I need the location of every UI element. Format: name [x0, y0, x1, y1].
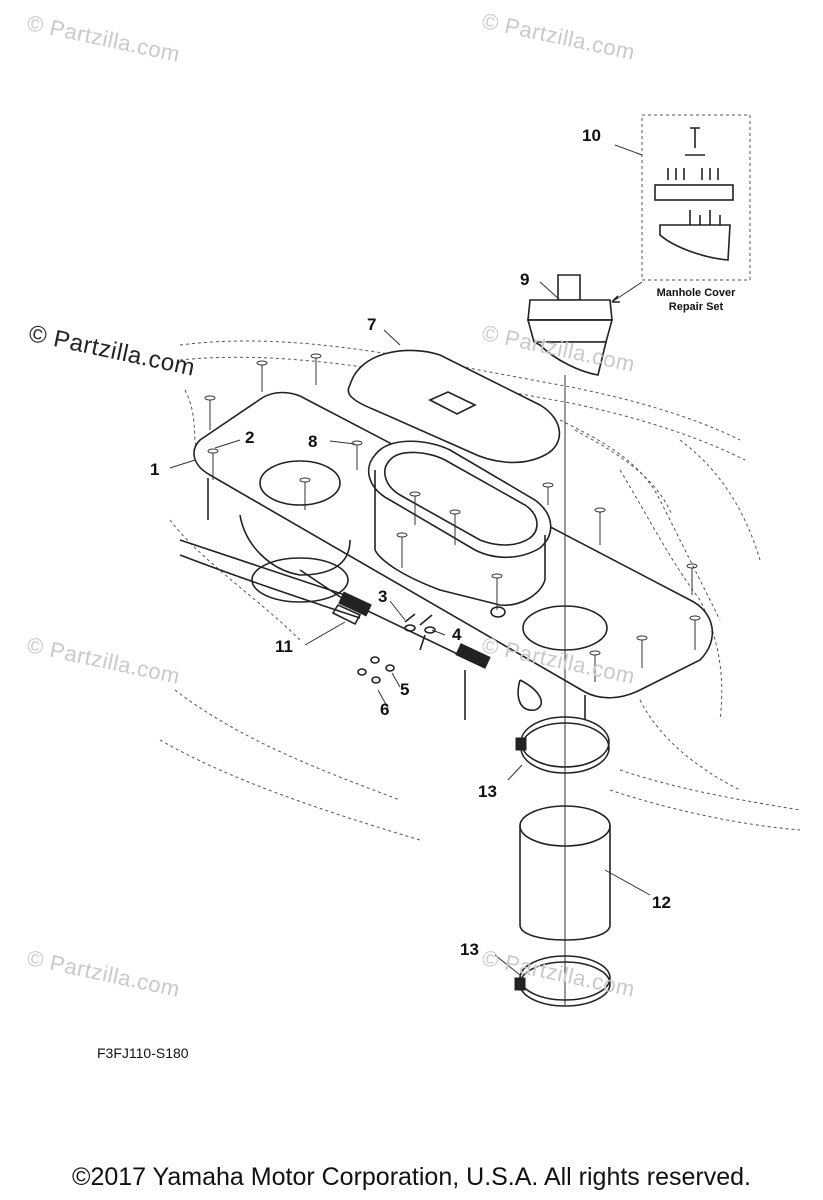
callout-9: 9 [520, 270, 530, 289]
repair-set-label-line1: Manhole Cover [656, 287, 736, 299]
callout-5: 5 [400, 680, 410, 699]
hose-clamp-lower [514, 955, 611, 1007]
callout-10: 10 [582, 126, 601, 145]
hatch-frame [367, 440, 552, 606]
callout-8: 8 [308, 432, 318, 451]
screws [204, 353, 701, 682]
callout-6: 6 [380, 700, 390, 719]
hatch-cover [347, 349, 561, 464]
callout-2: 2 [245, 428, 255, 447]
copyright-footer: ©2017 Yamaha Motor Corporation, U.S.A. A… [72, 1163, 751, 1191]
callout-12: 12 [652, 893, 671, 912]
callout-13: 13 [478, 782, 497, 801]
callout-7: 7 [367, 315, 377, 334]
hose [519, 805, 611, 941]
repair-set-box [611, 114, 751, 303]
callout-3: 3 [378, 587, 388, 606]
hull-outline [159, 340, 801, 841]
repair-set-label-line2: Repair Set [668, 301, 724, 313]
leader-lines [169, 281, 651, 976]
repair-set-label: Manhole Cover Repair Set [650, 286, 742, 314]
callout-4: 4 [452, 625, 462, 644]
manhole-cover [526, 274, 614, 376]
callout-13: 13 [460, 940, 479, 959]
lower-bay [179, 514, 361, 619]
callout-1: 1 [150, 460, 160, 479]
spring-assembly [299, 569, 543, 720]
callout-11: 11 [275, 637, 293, 656]
hose-clamp-upper [515, 716, 610, 774]
diagram-code: F3FJ110-S180 [97, 1045, 189, 1061]
hardware-small [357, 606, 506, 684]
